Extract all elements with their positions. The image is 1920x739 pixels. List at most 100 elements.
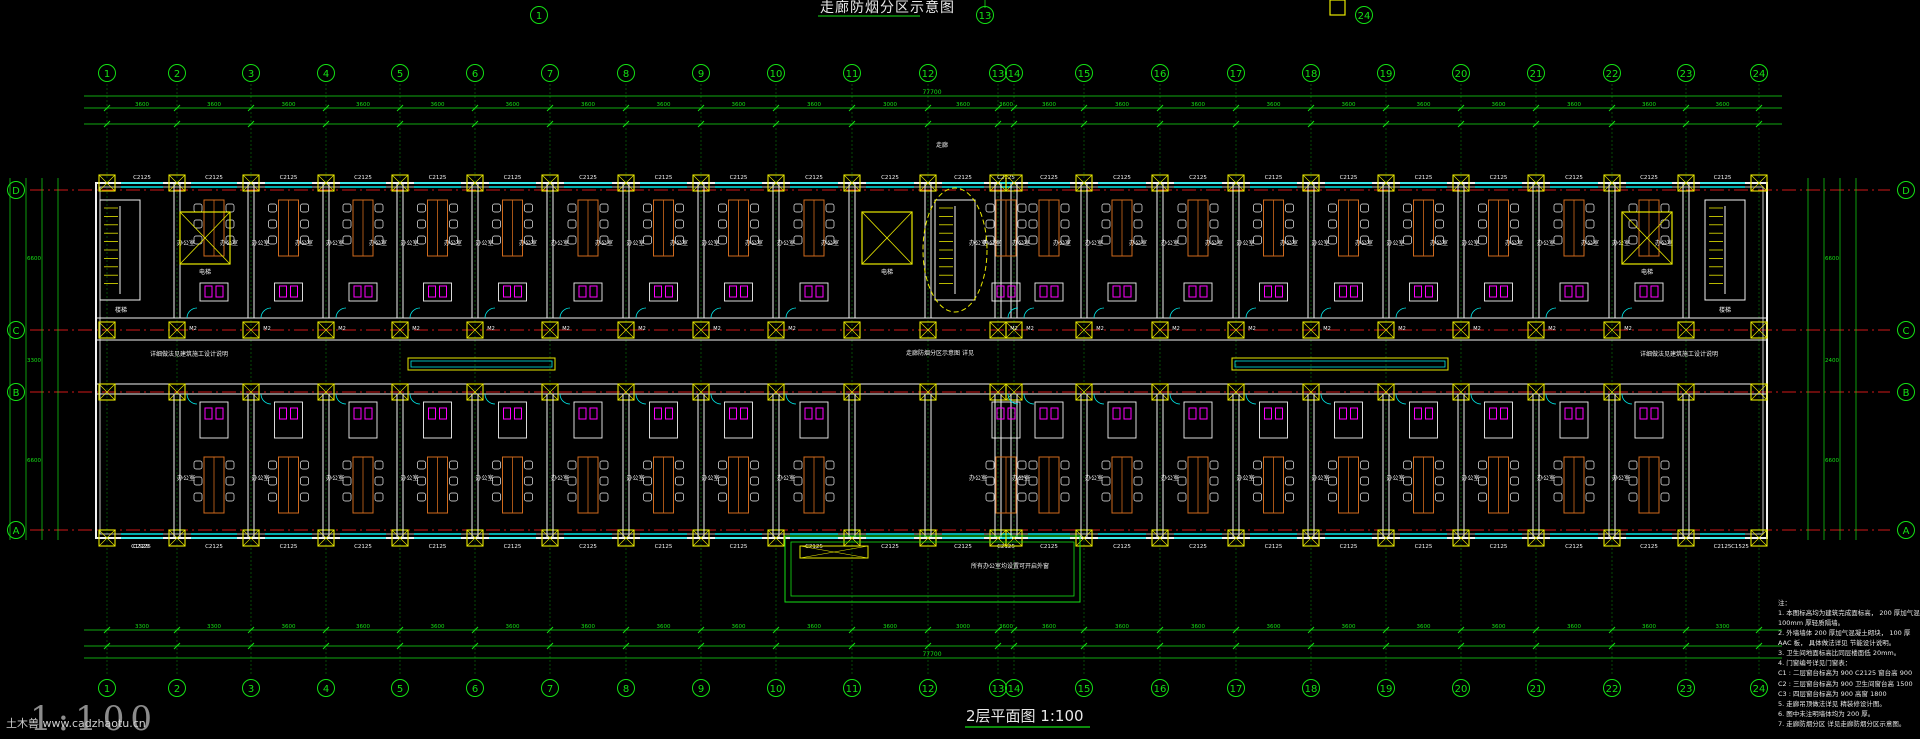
chair xyxy=(567,492,577,502)
axis-bubble xyxy=(919,679,937,697)
window-tag: C2125 xyxy=(1040,544,1058,550)
structural-column xyxy=(391,321,409,339)
chair xyxy=(374,235,384,245)
chair xyxy=(193,219,203,229)
chair xyxy=(599,203,609,213)
dim-tick xyxy=(471,642,479,650)
chair xyxy=(750,203,759,213)
door-swing xyxy=(1545,393,1557,405)
dim-value: 3600 xyxy=(431,102,445,108)
column-hatch xyxy=(1227,174,1245,192)
toilet-pod xyxy=(274,282,303,302)
chair xyxy=(374,460,384,470)
chair xyxy=(417,476,426,486)
room-label: 办公室 xyxy=(1236,239,1254,247)
dim-tick xyxy=(1532,104,1540,112)
chair xyxy=(492,235,501,245)
dim-tick xyxy=(1382,642,1390,650)
dim-tick xyxy=(546,642,554,650)
dim-tick xyxy=(247,120,255,128)
column-hatch xyxy=(919,321,937,339)
room-label: 电梯 xyxy=(1641,268,1653,276)
sanitary-fixture xyxy=(1112,407,1121,420)
axis-bubble xyxy=(541,64,559,82)
axis-bubble xyxy=(1227,679,1245,697)
sanitary-fixture xyxy=(729,407,737,420)
dim-tick xyxy=(247,642,255,650)
column-hatch xyxy=(989,383,1007,401)
room-label: 办公室 xyxy=(1236,474,1254,482)
axis-label: 18 xyxy=(1305,684,1318,695)
dim-tick xyxy=(471,120,479,128)
axis-bubble xyxy=(317,64,335,82)
structural-column xyxy=(1452,174,1470,192)
chair xyxy=(524,492,533,502)
sanitary-fixture xyxy=(1500,407,1508,420)
window-tag: C2125 xyxy=(1113,175,1131,181)
room-label: 办公室 xyxy=(969,239,987,247)
structural-column xyxy=(1750,321,1768,339)
dim-value: 3600 xyxy=(282,624,296,630)
sanitary-fixture xyxy=(1575,407,1584,420)
dim-value: 3600 xyxy=(1567,102,1581,108)
floor-plan-label: 2层平面图 1:100 xyxy=(966,707,1084,725)
sanitary-fixture xyxy=(1199,407,1208,420)
axis-bubble xyxy=(1302,679,1320,697)
stair-east xyxy=(1704,199,1746,301)
window-tag: C2125 xyxy=(1565,544,1583,550)
room-label: 办公室 xyxy=(251,474,269,482)
chair xyxy=(1101,492,1111,502)
toilet-pod xyxy=(1409,282,1438,302)
structural-column xyxy=(1005,383,1023,401)
chair xyxy=(225,492,235,502)
chair xyxy=(675,476,684,486)
dim-tick xyxy=(103,120,111,128)
dim-tick xyxy=(322,626,330,634)
structural-column xyxy=(692,174,710,192)
row-label: D xyxy=(12,186,20,197)
column-hatch xyxy=(391,529,409,547)
dim-tick xyxy=(772,120,780,128)
row-bubble xyxy=(7,383,25,401)
chair xyxy=(449,476,458,486)
axis-bubble xyxy=(391,679,409,697)
sanitary-fixture xyxy=(740,285,748,298)
dim-tick xyxy=(1382,120,1390,128)
chair xyxy=(675,235,684,245)
dim-tick xyxy=(546,120,554,128)
chair xyxy=(492,476,501,486)
chair xyxy=(1660,235,1670,245)
chair xyxy=(1253,235,1262,245)
chair xyxy=(1209,219,1219,229)
axis-label: 22 xyxy=(1606,684,1619,695)
dim-tick xyxy=(622,642,630,650)
column-hatch xyxy=(1075,321,1093,339)
room-label: 楼梯 xyxy=(115,306,127,314)
axis-label: 6 xyxy=(472,69,478,80)
window-tag: C2125 xyxy=(1340,544,1358,550)
column-hatch xyxy=(1151,383,1169,401)
dim-tick xyxy=(247,104,255,112)
dim-value: 6600 xyxy=(27,458,41,464)
column-hatch xyxy=(1302,321,1320,339)
chair xyxy=(268,476,277,486)
dim-tick xyxy=(1156,626,1164,634)
chair xyxy=(449,460,458,470)
structural-column xyxy=(391,383,409,401)
structural-column xyxy=(1750,529,1768,547)
dim-total: 77700 xyxy=(922,89,941,96)
toilet-pod xyxy=(348,282,378,302)
column-hatch xyxy=(919,174,937,192)
sanitary-fixture xyxy=(1639,285,1648,298)
window-tag: C2125 xyxy=(133,544,151,550)
dim-value: 3600 xyxy=(356,624,370,630)
chair xyxy=(1285,492,1294,502)
window-tag: C2125 xyxy=(1415,544,1433,550)
room-label: 办公室 xyxy=(821,239,839,247)
room-label: 办公室 xyxy=(1012,239,1030,247)
sanitary-fixture xyxy=(1199,285,1208,298)
chair xyxy=(1285,203,1294,213)
structural-column xyxy=(1452,321,1470,339)
chair xyxy=(449,492,458,502)
column-hatch xyxy=(168,321,186,339)
